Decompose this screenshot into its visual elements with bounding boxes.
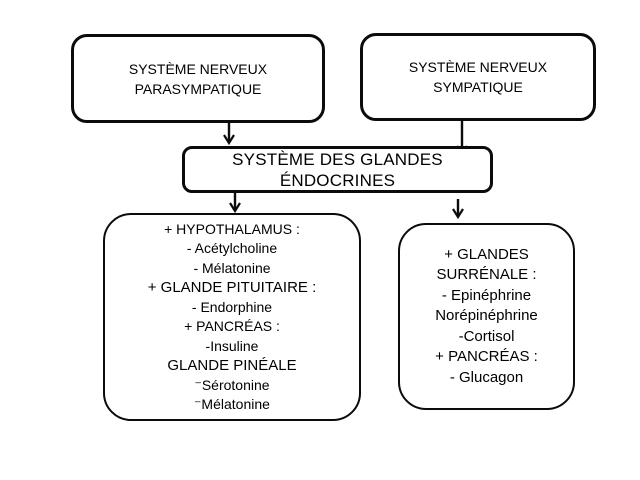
box-line: -Cortisol — [458, 327, 515, 345]
box-line: + PANCRÉAS : — [435, 348, 538, 366]
box-systeme-nerveux-sympatique: SYSTÈME NERVEUX SYMPATIQUE — [360, 33, 596, 121]
box-line: + HYPOTHALAMUS : — [164, 220, 300, 237]
box-line: GLANDE PINÉALE — [167, 357, 297, 374]
box-line: SYSTÈME NERVEUX — [408, 59, 548, 75]
box-line: - Epinéphrine — [441, 286, 532, 304]
box-hypothalamus-pituitaire-pancreas-pineale: + HYPOTHALAMUS : - Acétylcholine - Mélat… — [103, 213, 361, 421]
box-line: + GLANDE PITUITAIRE : — [147, 279, 317, 296]
box-line: -Insuline — [205, 337, 259, 354]
box-line: SYSTÈME DES GLANDES — [232, 149, 443, 169]
box-line: Norépinéphrine — [435, 307, 538, 325]
box-line: SYMPATIQUE — [433, 79, 523, 95]
box-line: + PANCRÉAS : — [184, 318, 280, 334]
box-line: ⁻Mélatonine — [194, 396, 270, 412]
box-line: - Endorphine — [191, 298, 273, 315]
box-line: + GLANDES — [444, 245, 529, 263]
box-line: ⁻Sérotonine — [194, 376, 270, 393]
box-systeme-nerveux-parasympatique: SYSTÈME NERVEUX PARASYMPATIQUE — [71, 34, 325, 123]
box-line: - Mélatonine — [193, 259, 271, 276]
box-line: - Acétylcholine — [186, 240, 278, 256]
box-glandes-surrenale-pancreas: + GLANDES SURRÉNALE : - Epinéphrine Noré… — [398, 223, 575, 410]
box-line: SYSTÈME NERVEUX — [128, 60, 268, 77]
box-line: SURRÉNALE : — [436, 266, 537, 284]
box-line: ÉNDOCRINES — [279, 170, 396, 190]
box-systeme-des-glandes-endocrines: SYSTÈME DES GLANDES ÉNDOCRINES — [182, 146, 493, 193]
box-line: PARASYMPATIQUE — [134, 80, 262, 97]
box-line: - Glucagon — [449, 368, 524, 386]
